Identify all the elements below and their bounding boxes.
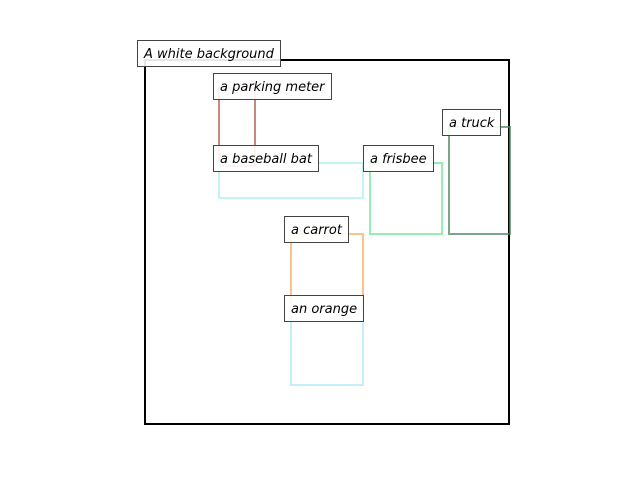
- carrot-label: a carrot: [284, 216, 349, 243]
- background-label: A white background: [137, 40, 281, 67]
- truck-label: a truck: [442, 109, 502, 136]
- frisbee-label: a frisbee: [363, 145, 434, 172]
- parking-meter-label: a parking meter: [213, 73, 332, 100]
- truck-box: [448, 126, 511, 235]
- background-frame: [144, 59, 510, 425]
- frisbee-box: [369, 162, 443, 235]
- orange-label: an orange: [284, 295, 365, 322]
- baseball-bat-label: a baseball bat: [213, 145, 319, 172]
